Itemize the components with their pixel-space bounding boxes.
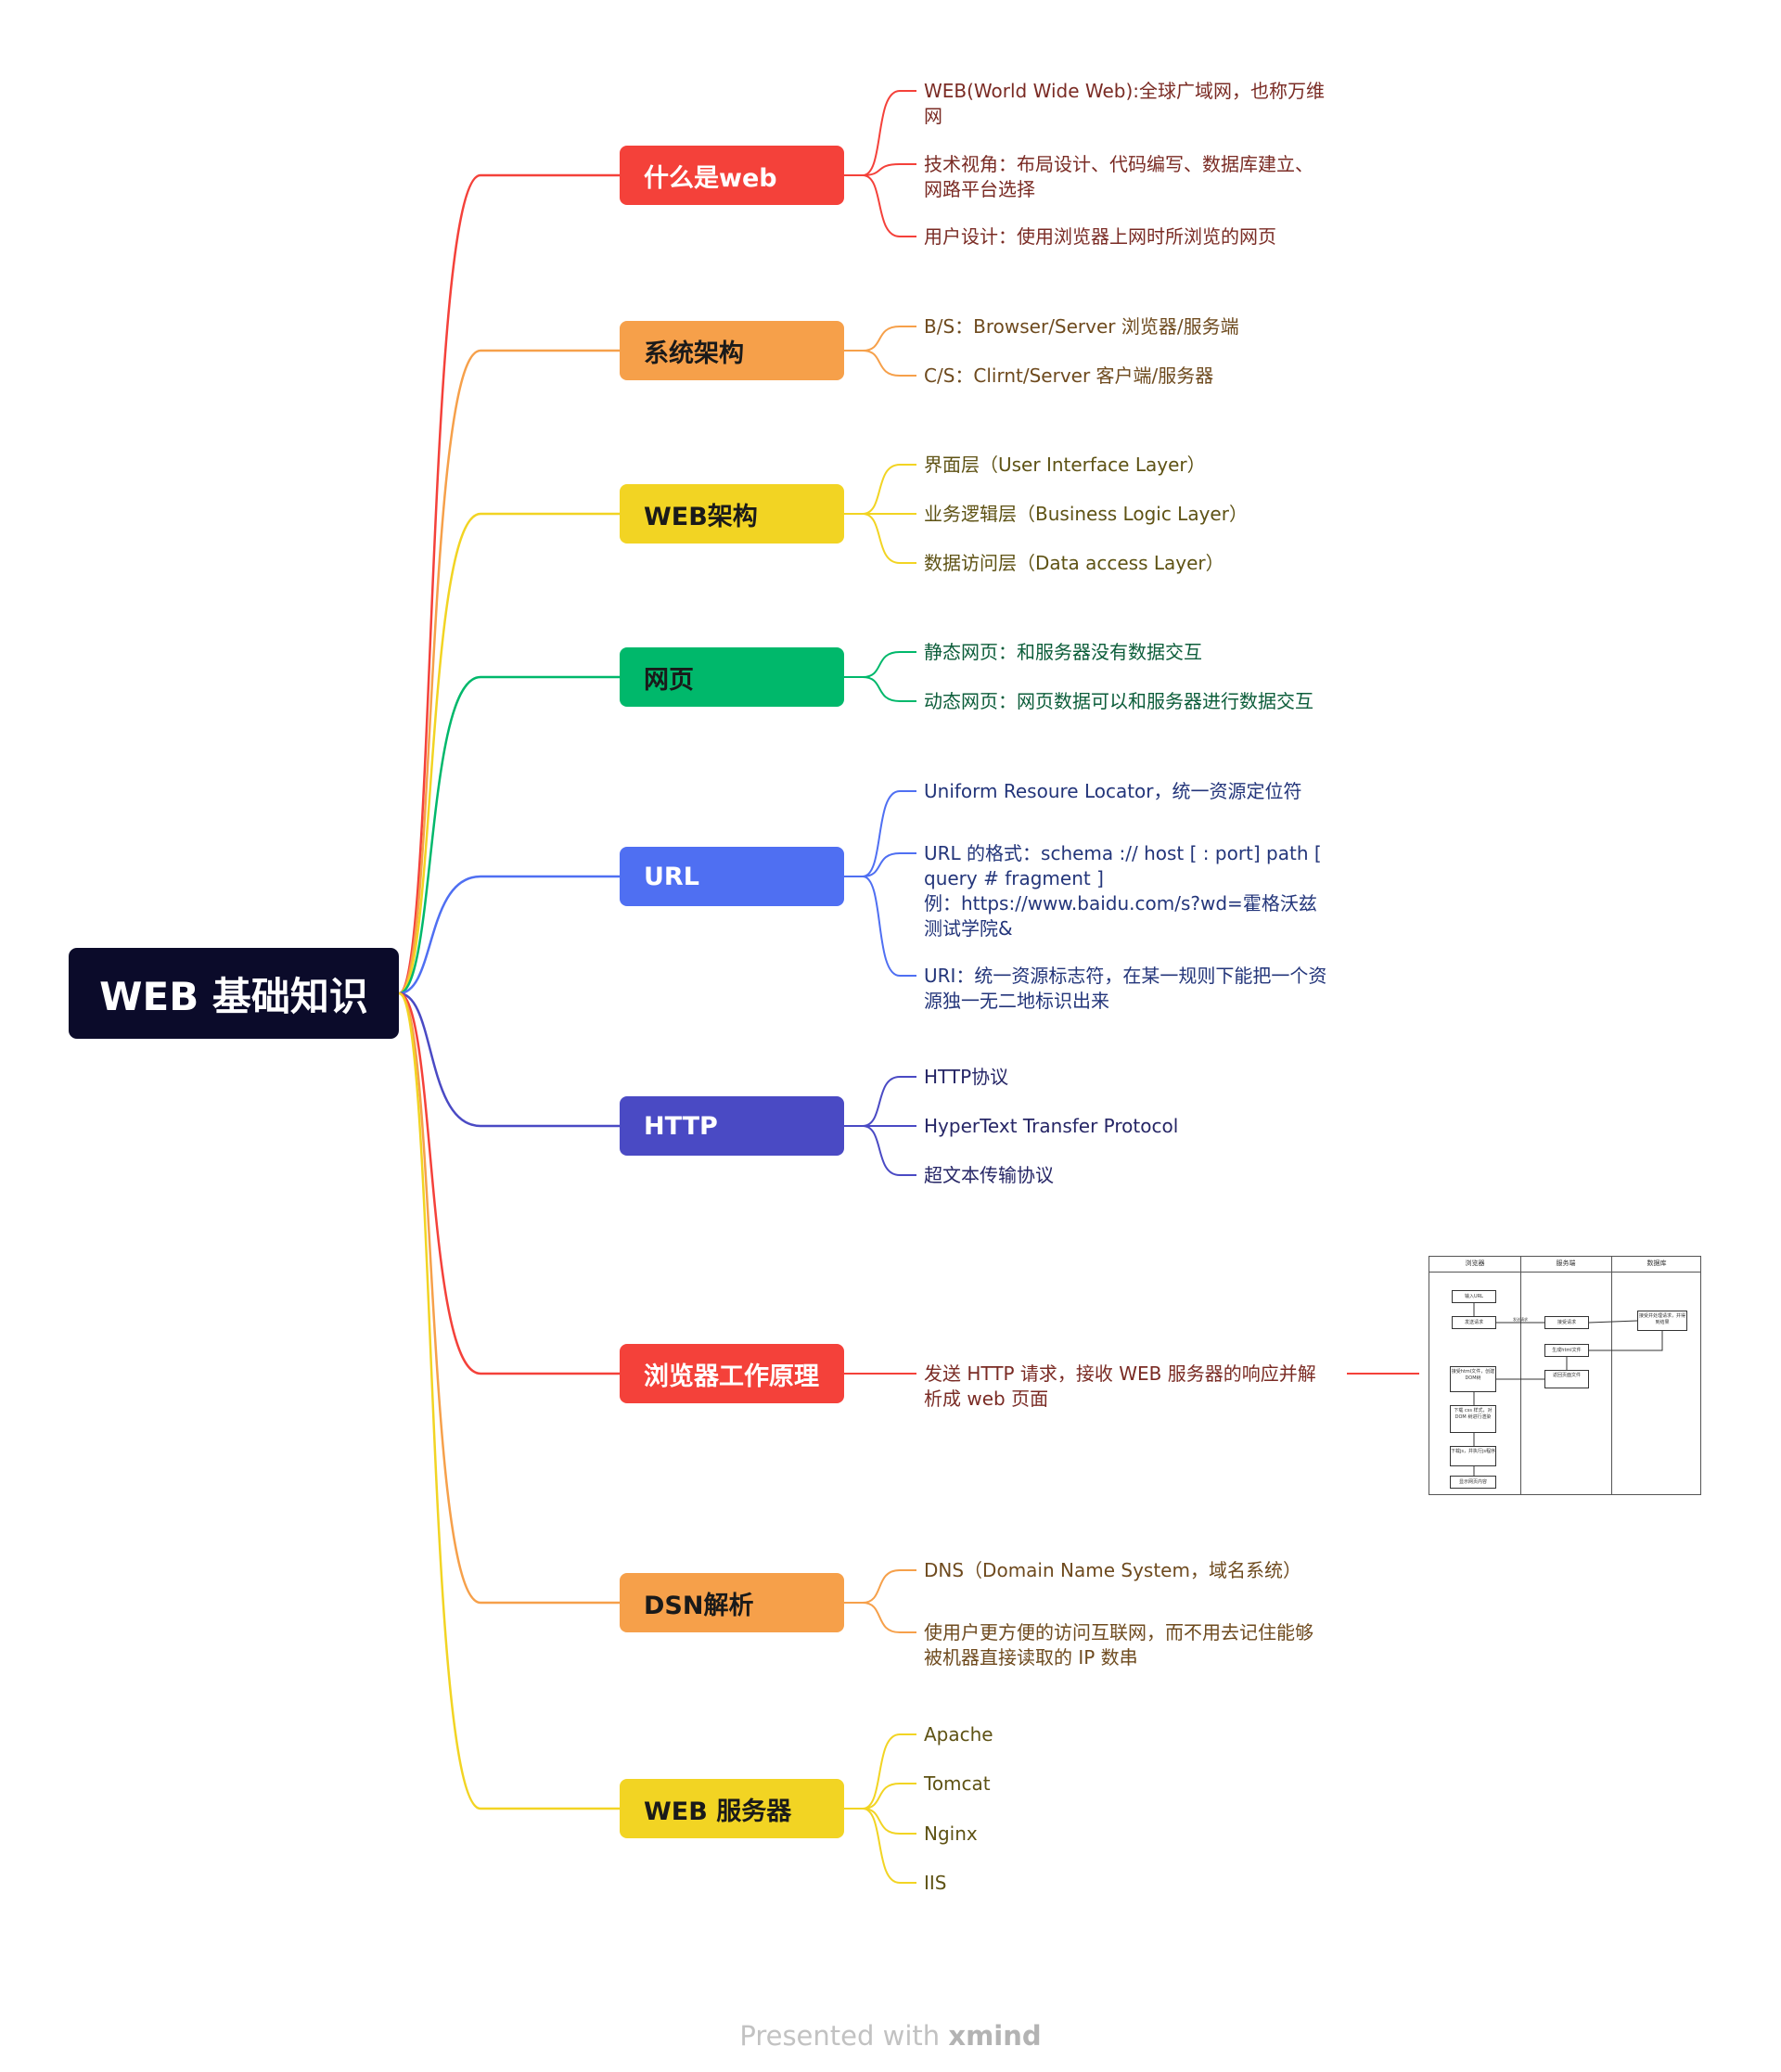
root-branch-connector [398, 875, 620, 995]
subtopic-item[interactable]: 用户设计：使用浏览器上网时所浏览的网页 [924, 224, 1276, 248]
subtopic-connector [844, 1808, 916, 1884]
subtopic-connector [844, 1733, 916, 1810]
subtopic-connector [844, 174, 916, 237]
flowchart-column-label: 浏览器 [1465, 1260, 1485, 1267]
subtopic-item[interactable]: 界面层（User Interface Layer） [924, 453, 1206, 476]
subtopic-item[interactable]: Uniform Resoure Locator，统一资源定位符 [924, 779, 1302, 802]
root-branch-connector [398, 991, 620, 1605]
flowchart-box: 接受并处理请求，并得到结果 [1637, 1311, 1687, 1331]
flowchart-box: 显示网页内容 [1450, 1476, 1496, 1489]
subtopic-item[interactable]: URI：统一资源标志符，在某一规则下能把一个资 源独一无二地标识出来 [924, 964, 1327, 1012]
flowchart-header [1429, 1257, 1700, 1273]
topic-what-is-web[interactable]: 什么是web [620, 146, 844, 205]
topic-web-page[interactable]: 网页 [620, 647, 844, 707]
subtopic-item[interactable]: Tomcat [924, 1771, 991, 1795]
flowchart-box: 发送请求 [1452, 1316, 1496, 1329]
subtopic-item[interactable]: 动态网页：网页数据可以和服务器进行数据交互 [924, 689, 1313, 712]
subtopic-connector [844, 651, 916, 678]
presented-with-footer: Presented with xmind [0, 2020, 1781, 2052]
flowchart-box: 接受请求 [1544, 1316, 1589, 1329]
subtopic-item[interactable]: 超文本传输协议 [924, 1163, 1054, 1186]
flowchart-box: 下载 css 样式，对 DOM 树进行渲染 [1450, 1405, 1496, 1433]
flowchart-box: 接受html文件，创建DOM树 [1450, 1366, 1496, 1392]
subtopic-item[interactable]: WEB(World Wide Web):全球广域网，也称万维 网 [924, 79, 1326, 127]
subtopic-connector [844, 1076, 916, 1127]
topic-web-architecture[interactable]: WEB架构 [620, 484, 844, 544]
topic-web-server[interactable]: WEB 服务器 [620, 1779, 844, 1838]
subtopic-connector [844, 1808, 916, 1835]
subtopic-item[interactable]: URL 的格式：schema :// host [ : port] path [… [924, 841, 1322, 940]
root-branch-connector [398, 991, 620, 1375]
subtopic-item[interactable]: 技术视角：布局设计、代码编写、数据库建立、 网路平台选择 [924, 152, 1313, 200]
topic-dns[interactable]: DSN解析 [620, 1573, 844, 1632]
subtopic-item[interactable]: 数据访问层（Data access Layer） [924, 551, 1224, 574]
root-topic[interactable]: WEB 基础知识 [69, 948, 399, 1039]
topic-system-architecture[interactable]: 系统架构 [620, 321, 844, 380]
subtopic-connector [844, 676, 916, 702]
root-branch-connector [398, 512, 620, 995]
subtopic-item[interactable]: 静态网页：和服务器没有数据交互 [924, 640, 1202, 663]
root-branch-connector [398, 349, 620, 995]
flowchart-box: 生成html文件 [1544, 1344, 1589, 1357]
flowchart-divider [1611, 1257, 1612, 1494]
subtopic-item[interactable]: 发送 HTTP 请求，接收 WEB 服务器的响应并解 析成 web 页面 [924, 1362, 1316, 1410]
flowchart-box: 返回页面文件 [1544, 1370, 1589, 1388]
topic-http[interactable]: HTTP [620, 1096, 844, 1156]
subtopic-item[interactable]: 使用户更方便的访问互联网，而不用去记住能够 被机器直接读取的 IP 数串 [924, 1620, 1313, 1669]
subtopic-connector [844, 90, 916, 176]
subtopic-connector [844, 852, 916, 877]
subtopic-connector [844, 163, 916, 176]
subtopic-connector [844, 350, 916, 377]
subtopic-item[interactable]: Nginx [924, 1822, 978, 1845]
root-branch-connector [398, 675, 620, 995]
flowchart-arrows: 发送请求 [1473, 1303, 1663, 1476]
subtopic-connector [844, 326, 916, 352]
subtopic-item[interactable]: IIS [924, 1871, 947, 1894]
subtopic-connector [844, 1125, 916, 1176]
root-branch-connector [398, 173, 620, 995]
subtopic-connector [844, 513, 916, 564]
root-branch-connector [398, 991, 620, 1128]
xmind-logo: xmind [948, 2020, 1042, 2052]
subtopic-item[interactable]: Apache [924, 1722, 993, 1746]
subtopic-item[interactable]: HyperText Transfer Protocol [924, 1114, 1179, 1137]
flowchart-column-label: 数据库 [1646, 1260, 1667, 1267]
footer-prefix: Presented with [739, 2020, 949, 2052]
subtopic-item[interactable]: B/S：Browser/Server 浏览器/服务端 [924, 314, 1239, 338]
subtopic-item[interactable]: HTTP协议 [924, 1065, 1009, 1088]
subtopic-connector [844, 876, 916, 977]
topic-url[interactable]: URL [620, 847, 844, 906]
flowchart-column-label: 服务端 [1556, 1260, 1576, 1267]
flowchart-edge-label: 发送请求 [1513, 1316, 1528, 1322]
topic-browser-principle[interactable]: 浏览器工作原理 [620, 1344, 844, 1403]
browser-flowchart-image[interactable]: 浏览器 服务端 数据库 输入URL 发送请求 接受请求 接受并处理请求，并得到结… [1429, 1256, 1701, 1495]
subtopic-connector [844, 1602, 916, 1633]
subtopic-item[interactable]: C/S：Clirnt/Server 客户端/服务器 [924, 364, 1214, 387]
subtopic-connector [844, 464, 916, 515]
flowchart-box: 下载js，并执行js程序 [1450, 1446, 1496, 1466]
subtopic-connector [844, 1569, 916, 1604]
flowchart-box: 输入URL [1452, 1290, 1496, 1303]
root-branch-connector [398, 991, 620, 1810]
subtopic-item[interactable]: DNS（Domain Name System，域名系统） [924, 1558, 1301, 1581]
subtopic-connector [844, 1783, 916, 1810]
flowchart-divider [1520, 1257, 1521, 1494]
subtopic-item[interactable]: 业务逻辑层（Business Logic Layer） [924, 502, 1248, 525]
